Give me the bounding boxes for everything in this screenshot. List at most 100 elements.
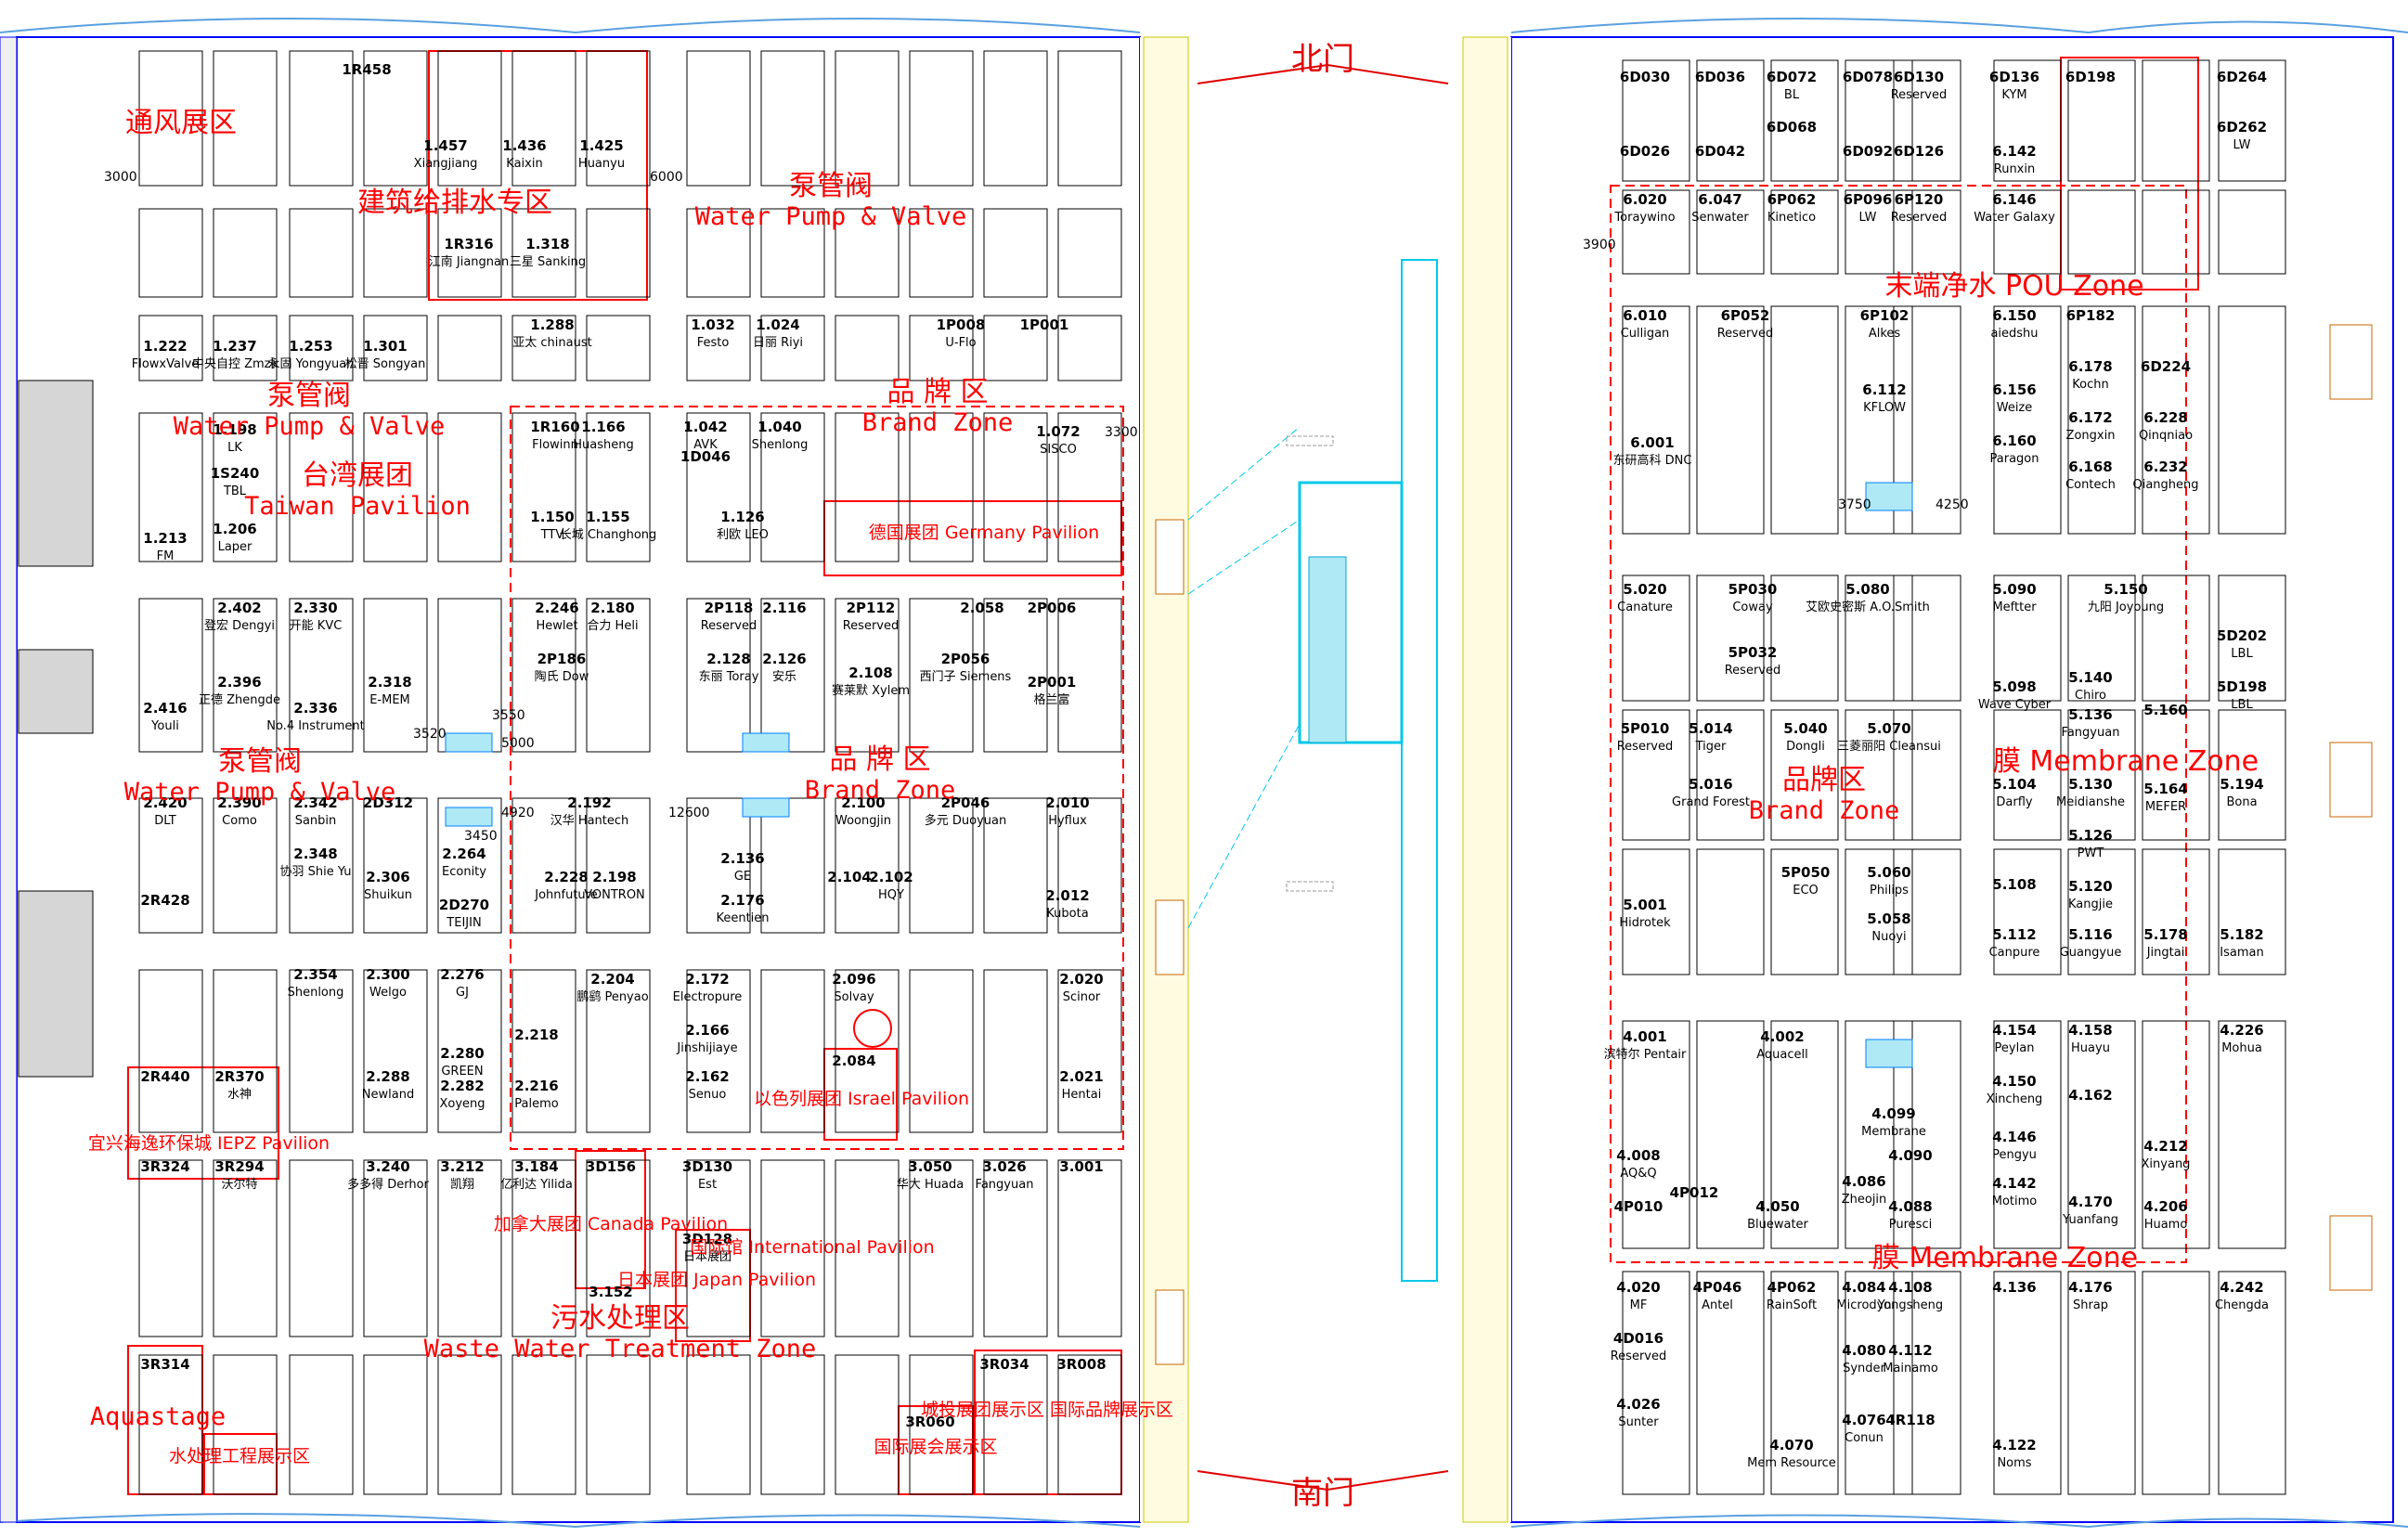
booth-box[interactable] xyxy=(983,315,1048,381)
booth-code[interactable]: 3R314 xyxy=(140,1356,189,1373)
booth-code[interactable]: 2.128 xyxy=(706,651,750,667)
booth-code[interactable]: 3.212 xyxy=(440,1158,484,1175)
booth-box[interactable] xyxy=(1993,575,2062,702)
booth-code[interactable]: 5.130 xyxy=(2068,776,2112,793)
booth-box[interactable] xyxy=(289,208,354,298)
booth-code[interactable]: 4.146 xyxy=(1992,1129,2036,1145)
booth-code[interactable]: 2.058 xyxy=(960,600,1003,616)
booth-box[interactable] xyxy=(835,412,900,562)
booth-code[interactable]: 1S240 xyxy=(211,465,260,482)
booth-code[interactable]: 2.104 xyxy=(827,869,871,885)
booth-box[interactable] xyxy=(983,598,1048,753)
booth-code[interactable]: 4.108 xyxy=(1888,1279,1932,1296)
booth-box[interactable] xyxy=(2218,189,2286,275)
booth-code[interactable]: 5.080 xyxy=(1845,581,1889,598)
booth-code[interactable]: 1.126 xyxy=(720,509,764,525)
booth-box[interactable] xyxy=(1622,1020,1690,1249)
booth-box[interactable] xyxy=(760,50,825,187)
booth-box[interactable] xyxy=(586,1354,651,1495)
booth-box[interactable] xyxy=(1696,848,1765,975)
booth-code[interactable]: 3R324 xyxy=(140,1158,189,1175)
booth-box[interactable] xyxy=(437,797,502,934)
booth-code[interactable]: 5.120 xyxy=(2068,878,2112,895)
booth-box[interactable] xyxy=(2142,1020,2210,1249)
booth-box[interactable] xyxy=(2067,575,2136,702)
booth-box[interactable] xyxy=(1845,1271,1913,1495)
booth-code[interactable]: 3R060 xyxy=(905,1414,954,1430)
booth-box[interactable] xyxy=(363,969,428,1133)
booth-code[interactable]: 3.240 xyxy=(366,1158,409,1175)
booth-code[interactable]: 1P008 xyxy=(937,316,986,333)
booth-code[interactable]: 3.050 xyxy=(908,1158,952,1175)
booth-code[interactable]: 4.142 xyxy=(1992,1175,2036,1192)
booth-box[interactable] xyxy=(138,315,203,381)
booth-box[interactable] xyxy=(2067,848,2136,975)
booth-box[interactable] xyxy=(363,1354,428,1495)
booth-box[interactable] xyxy=(437,208,502,298)
booth-code[interactable]: 3R034 xyxy=(979,1356,1029,1373)
booth-box[interactable] xyxy=(1893,848,1961,975)
booth-code[interactable]: 2.336 xyxy=(293,700,337,717)
booth-code[interactable]: 2.216 xyxy=(514,1078,558,1094)
booth-code[interactable]: 6D036 xyxy=(1695,69,1745,85)
booth-code[interactable]: 4.090 xyxy=(1888,1147,1932,1164)
booth-box[interactable] xyxy=(983,50,1048,187)
booth-box[interactable] xyxy=(686,598,751,753)
booth-box[interactable] xyxy=(835,797,900,934)
booth-code[interactable]: 2.276 xyxy=(440,966,484,983)
booth-code[interactable]: 2R428 xyxy=(140,892,189,909)
booth-box[interactable] xyxy=(909,412,974,562)
booth-box[interactable] xyxy=(2142,575,2210,702)
booth-code[interactable]: 5P010 xyxy=(1621,720,1670,737)
booth-code[interactable]: 2.010 xyxy=(1045,794,1089,811)
booth-code[interactable]: 2.020 xyxy=(1059,971,1103,988)
booth-code[interactable]: 2.126 xyxy=(762,651,806,667)
booth-box[interactable] xyxy=(1057,412,1122,562)
booth-box[interactable] xyxy=(138,598,203,753)
booth-code[interactable]: 5.178 xyxy=(2143,926,2187,943)
booth-code[interactable]: 5.160 xyxy=(2143,702,2187,718)
booth-code[interactable]: 1.150 xyxy=(530,509,574,525)
booth-box[interactable] xyxy=(1893,305,1961,535)
booth-box[interactable] xyxy=(1993,1020,2062,1249)
booth-code[interactable]: 1.253 xyxy=(289,338,332,355)
booth-box[interactable] xyxy=(835,598,900,753)
booth-box[interactable] xyxy=(289,412,354,562)
booth-code[interactable]: 4.086 xyxy=(1842,1173,1885,1190)
booth-box[interactable] xyxy=(213,969,278,1133)
booth-box[interactable] xyxy=(138,797,203,934)
booth-code[interactable]: 5.001 xyxy=(1623,897,1666,913)
booth-code[interactable]: 2R370 xyxy=(214,1068,264,1085)
booth-code[interactable]: 4P012 xyxy=(1670,1184,1719,1201)
booth-code[interactable]: 6.112 xyxy=(1862,381,1906,398)
booth-code[interactable]: 3D130 xyxy=(682,1158,732,1175)
booth-code[interactable]: 1.436 xyxy=(502,137,546,154)
booth-box[interactable] xyxy=(2218,1271,2286,1495)
booth-code[interactable]: 1.042 xyxy=(683,419,727,435)
booth-code[interactable]: 5D198 xyxy=(2217,678,2267,695)
booth-box[interactable] xyxy=(138,1354,203,1495)
booth-box[interactable] xyxy=(511,797,576,934)
booth-code[interactable]: 6D092 xyxy=(1843,143,1893,160)
booth-box[interactable] xyxy=(363,797,428,934)
booth-box[interactable] xyxy=(760,1159,825,1337)
booth-box[interactable] xyxy=(1893,59,1961,182)
booth-box[interactable] xyxy=(760,1354,825,1495)
booth-box[interactable] xyxy=(511,1159,576,1337)
booth-code[interactable]: 3R294 xyxy=(214,1158,264,1175)
booth-box[interactable] xyxy=(1696,189,1765,275)
booth-code[interactable]: 1.206 xyxy=(213,521,256,537)
booth-code[interactable]: 6D130 xyxy=(1894,69,1944,85)
booth-box[interactable] xyxy=(138,969,203,1133)
booth-code[interactable]: 5.098 xyxy=(1992,678,2036,695)
booth-code[interactable]: 5.060 xyxy=(1867,864,1910,881)
booth-code[interactable]: 2.176 xyxy=(720,892,764,909)
booth-box[interactable] xyxy=(437,969,502,1133)
booth-code[interactable]: 2.108 xyxy=(848,665,892,681)
booth-code[interactable]: 4.050 xyxy=(1755,1198,1799,1215)
booth-code[interactable]: 6D264 xyxy=(2217,69,2267,85)
booth-code[interactable]: 2.416 xyxy=(143,700,187,717)
booth-box[interactable] xyxy=(1057,1159,1122,1337)
booth-code[interactable]: 5P050 xyxy=(1781,864,1831,881)
booth-box[interactable] xyxy=(760,315,825,381)
